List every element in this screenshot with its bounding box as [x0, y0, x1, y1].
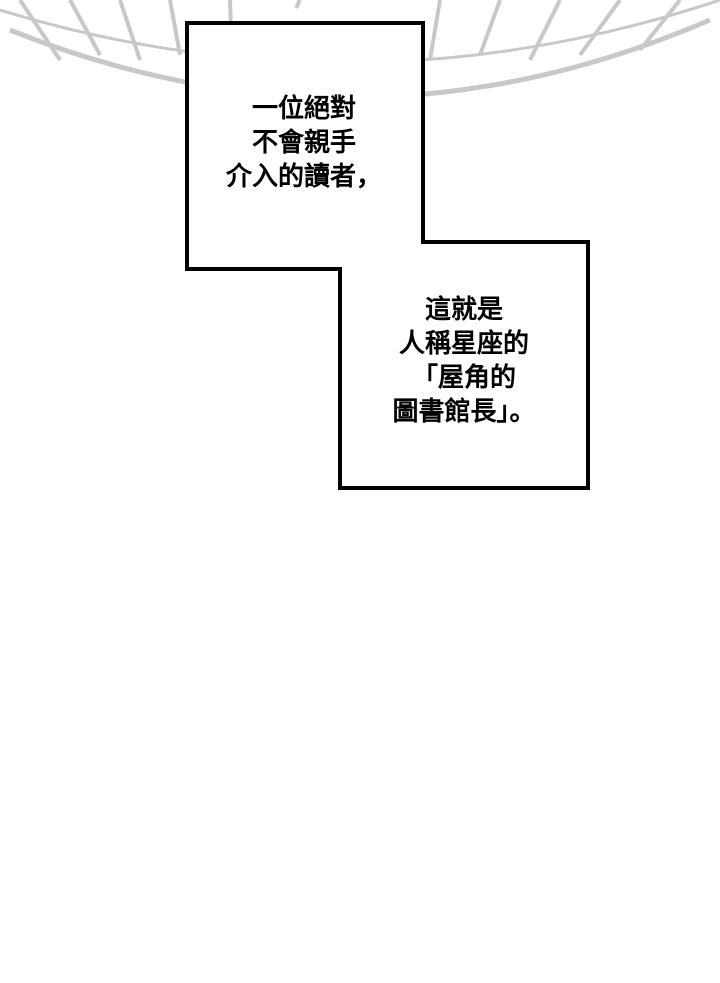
caption-line: 圖書館長」。	[392, 397, 536, 427]
caption-line: 一位絕對	[251, 94, 356, 124]
caption-line: 介入的讀者，	[225, 162, 382, 192]
caption-line: 不會親手	[251, 128, 356, 158]
caption-text-second: 這就是 人稱星座的 「屋角的 圖書館長」。	[356, 293, 572, 429]
caption-text-first: 一位絕對 不會親手 介入的讀者，	[204, 92, 404, 194]
caption-line: 人稱星座的	[398, 329, 529, 359]
caption-line: 「屋角的	[411, 363, 516, 393]
caption-line: 這就是	[424, 295, 503, 325]
